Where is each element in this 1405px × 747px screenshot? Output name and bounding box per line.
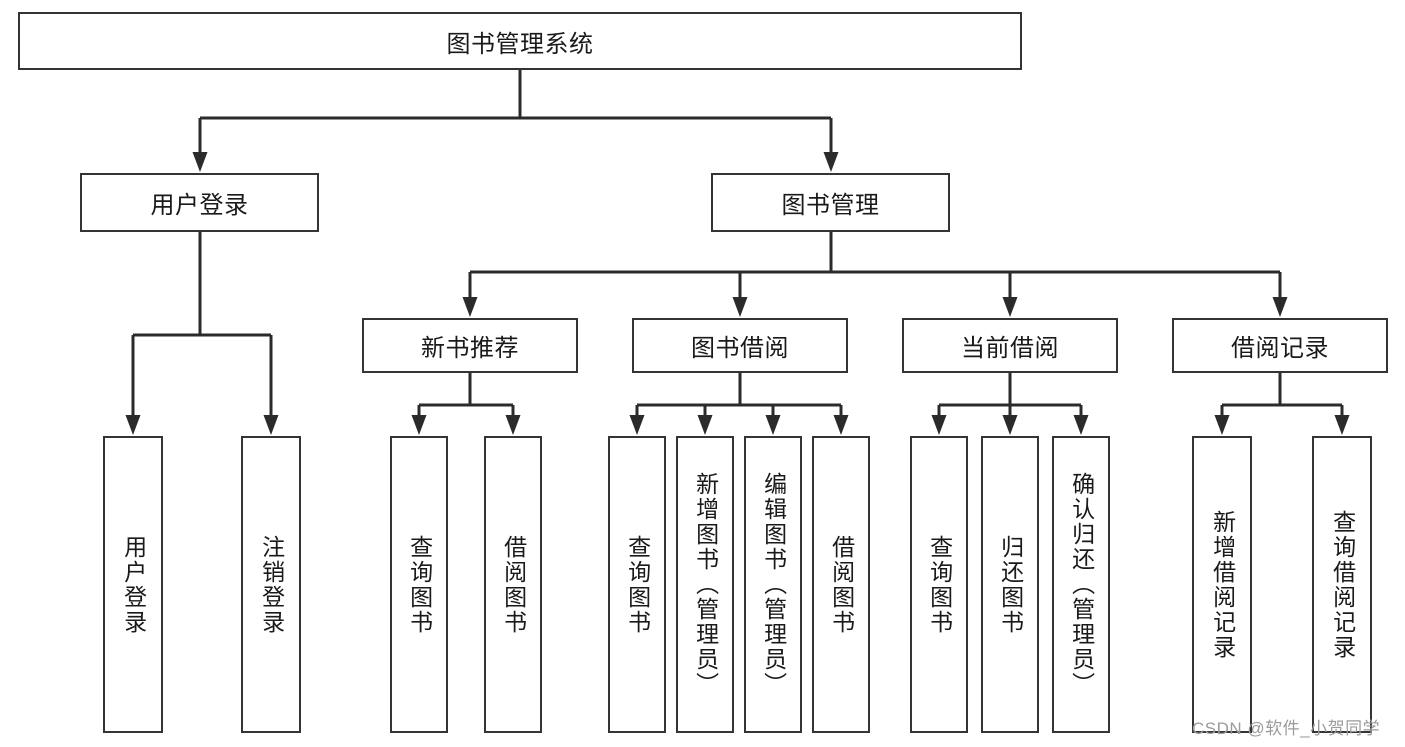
connector-arrowhead (823, 152, 839, 172)
node-borrow-record[interactable]: 借阅记录 (1172, 318, 1388, 373)
node-rec-add-record[interactable]: 新增借阅记录 (1192, 436, 1252, 733)
node-label: 借阅图书 (500, 534, 527, 635)
node-label: 编辑图书（管理员） (760, 472, 787, 697)
node-label: 新增图书（管理员） (692, 472, 719, 697)
connector-arrowhead (833, 415, 849, 435)
connector-arrowhead (411, 415, 427, 435)
node-label: 图书管理系统 (446, 30, 594, 58)
connector-arrowhead (1214, 415, 1230, 435)
node-label: 查询图书 (926, 534, 953, 635)
node-label: 查询借阅记录 (1329, 509, 1356, 660)
node-label: 归还图书 (997, 534, 1024, 635)
connector-arrowhead (1073, 415, 1089, 435)
node-book-manage[interactable]: 图书管理 (711, 173, 950, 232)
node-borrow-edit-book[interactable]: 编辑图书（管理员） (744, 436, 802, 733)
connector-arrowhead (1334, 415, 1350, 435)
node-label: 图书管理 (781, 192, 880, 219)
node-label: 新增借阅记录 (1209, 509, 1236, 660)
node-new-book-rec[interactable]: 新书推荐 (362, 318, 578, 373)
node-cur-return-book[interactable]: 归还图书 (981, 436, 1039, 733)
node-label: 图书借阅 (691, 335, 789, 362)
node-cur-confirm-return[interactable]: 确认归还（管理员） (1052, 436, 1110, 733)
connector-arrowhead (931, 415, 947, 435)
connector-arrowhead (462, 297, 478, 317)
connector-arrowhead (629, 415, 645, 435)
connector-arrowhead (1002, 297, 1018, 317)
node-current-borrow[interactable]: 当前借阅 (902, 318, 1118, 373)
node-label: 查询图书 (624, 534, 651, 635)
connector-arrowhead (263, 415, 279, 435)
connector-arrowhead (765, 415, 781, 435)
node-user-login[interactable]: 用户登录 (80, 173, 319, 232)
node-borrow-query-book[interactable]: 查询图书 (608, 436, 666, 733)
node-rec-query-record[interactable]: 查询借阅记录 (1312, 436, 1372, 733)
connector-arrowhead (505, 415, 521, 435)
connector-arrowhead (125, 415, 141, 435)
node-label: 用户登录 (150, 192, 249, 219)
node-user-login-leaf[interactable]: 用户登录 (103, 436, 163, 733)
node-label: 用户登录 (120, 534, 147, 635)
node-rec-query-book[interactable]: 查询图书 (390, 436, 448, 733)
node-label: 确认归还（管理员） (1068, 472, 1095, 697)
node-root[interactable]: 图书管理系统 (18, 12, 1022, 70)
connector-arrowhead (1272, 297, 1288, 317)
watermark-text: CSDN @软件_小贺同学 (1192, 719, 1381, 738)
connector-arrowhead (1002, 415, 1018, 435)
node-label: 注销登录 (258, 534, 285, 635)
node-label: 新书推荐 (421, 335, 519, 362)
node-borrow-add-book[interactable]: 新增图书（管理员） (676, 436, 734, 733)
node-cur-query-book[interactable]: 查询图书 (910, 436, 968, 733)
node-label: 当前借阅 (961, 335, 1059, 362)
connector-arrowhead (732, 297, 748, 317)
node-book-borrow[interactable]: 图书借阅 (632, 318, 848, 373)
node-rec-borrow-book[interactable]: 借阅图书 (484, 436, 542, 733)
connector-arrowhead (697, 415, 713, 435)
node-label: 查询图书 (406, 534, 433, 635)
node-label: 借阅记录 (1231, 335, 1329, 362)
node-logout-leaf[interactable]: 注销登录 (241, 436, 301, 733)
node-borrow-lend-book[interactable]: 借阅图书 (812, 436, 870, 733)
connector-arrowhead (192, 152, 208, 172)
node-label: 借阅图书 (828, 534, 855, 635)
